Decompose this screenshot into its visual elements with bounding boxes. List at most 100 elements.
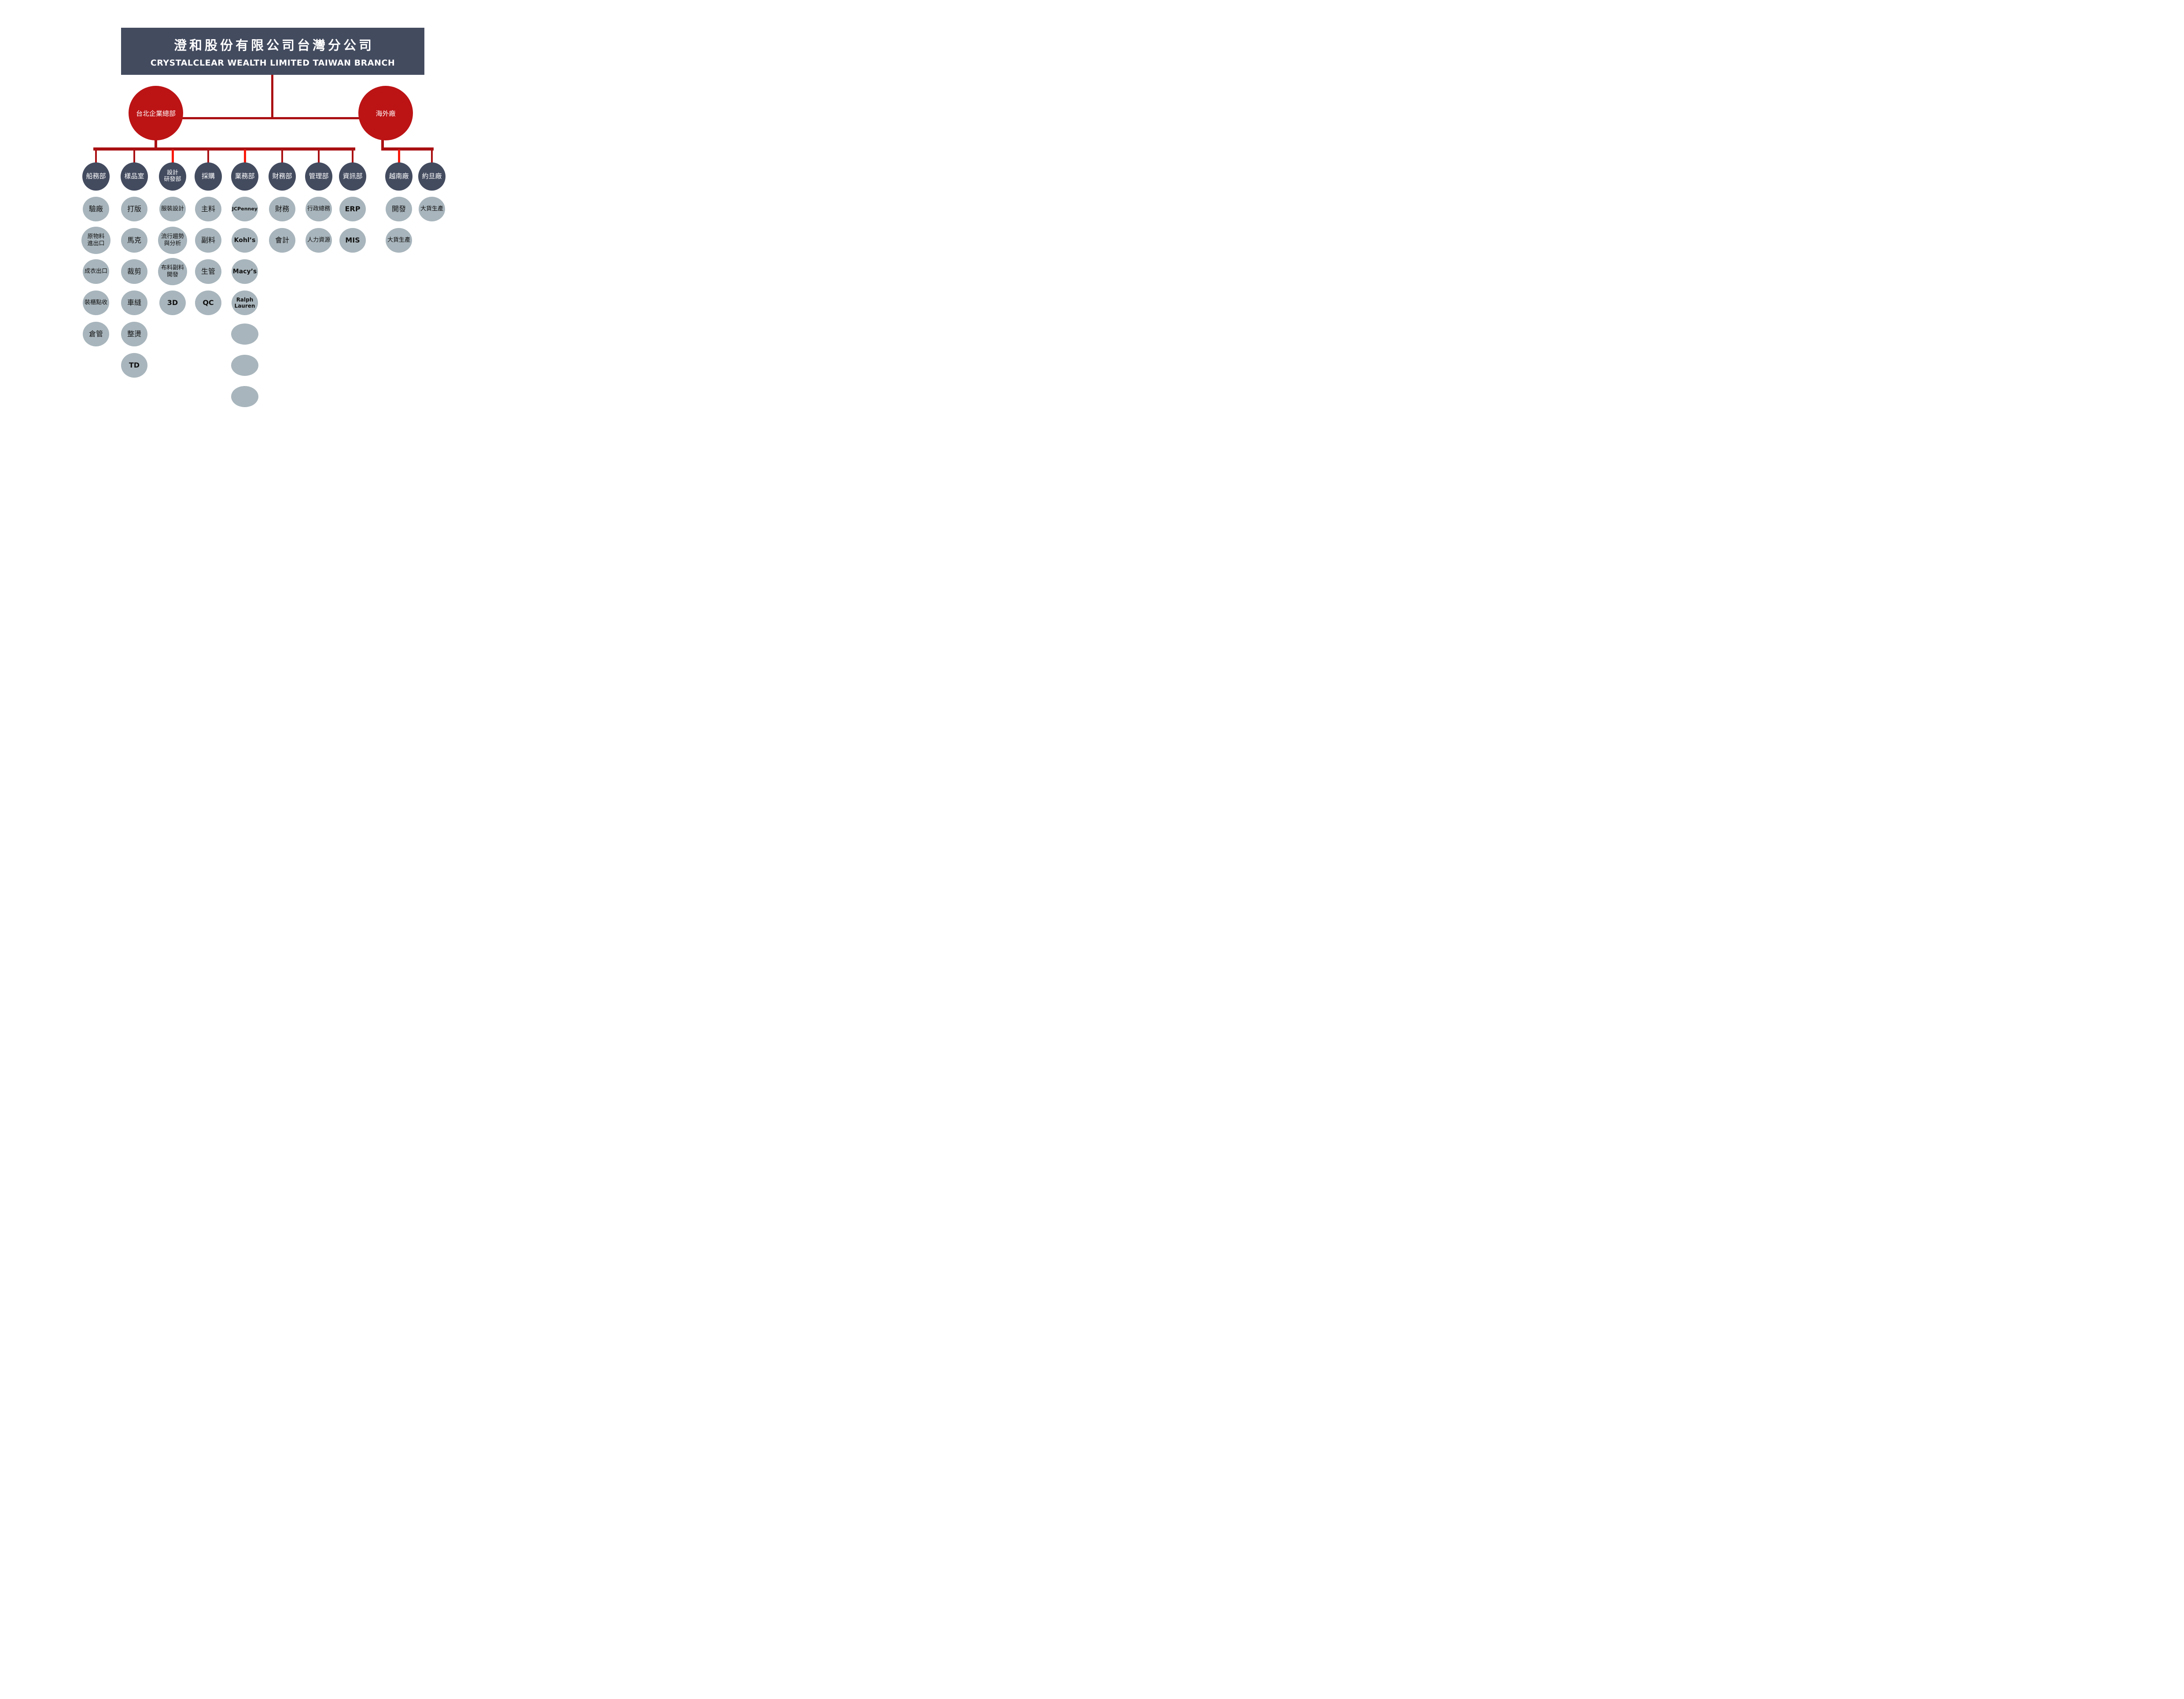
unit-node: 3D bbox=[159, 291, 186, 315]
unit-label: 成衣出口 bbox=[84, 268, 107, 275]
unit-node: 服裝設計 bbox=[159, 197, 186, 221]
hub-label: 海外廠 bbox=[376, 109, 396, 118]
unit-node: Macy’s bbox=[232, 259, 258, 284]
unit-label: 3D bbox=[167, 298, 178, 307]
department-node: 越南廠 bbox=[385, 162, 412, 191]
unit-label: 裁剪 bbox=[127, 267, 141, 276]
unit-label: 驗廠 bbox=[88, 205, 103, 213]
unit-label: 裝櫃點收 bbox=[84, 299, 107, 306]
connector-department-drop bbox=[398, 150, 400, 163]
unit-label: 大貨生產 bbox=[420, 206, 443, 213]
connector-department-drop bbox=[133, 150, 135, 163]
department-label: 越南廠 bbox=[389, 172, 409, 180]
unit-node-empty bbox=[231, 386, 258, 407]
unit-label: JCPenney bbox=[232, 206, 258, 212]
unit-node: 布料副料 開發 bbox=[158, 258, 187, 285]
unit-node: QC bbox=[195, 291, 221, 315]
unit-node: 馬克 bbox=[121, 228, 147, 253]
unit-node: 車縫 bbox=[121, 291, 147, 315]
unit-node: 行政總務 bbox=[306, 197, 332, 221]
unit-label: 行政總務 bbox=[307, 206, 330, 213]
unit-label: Macy’s bbox=[232, 268, 257, 275]
unit-node: 打版 bbox=[121, 197, 147, 221]
unit-node: 整燙 bbox=[121, 322, 147, 346]
connector-overseas-drop bbox=[381, 132, 384, 150]
connector-department-drop bbox=[244, 150, 246, 163]
connector-taipei-drop bbox=[155, 132, 157, 150]
unit-label: 會計 bbox=[275, 236, 289, 245]
unit-node: Kohl’s bbox=[232, 228, 258, 253]
unit-label: Kohl’s bbox=[234, 236, 256, 244]
unit-label: 副料 bbox=[201, 236, 215, 245]
department-node: 財務部 bbox=[269, 162, 296, 191]
unit-node: 會計 bbox=[269, 228, 295, 253]
unit-node: 倉管 bbox=[83, 322, 109, 346]
connector-department-drop bbox=[352, 150, 354, 163]
unit-node: Ralph Lauren bbox=[232, 291, 258, 315]
department-label: 業務部 bbox=[235, 172, 255, 180]
unit-label: 原物料 進出口 bbox=[87, 233, 105, 247]
department-node: 設計 研發部 bbox=[159, 162, 186, 191]
department-node: 約旦廠 bbox=[418, 162, 446, 191]
unit-node: 副料 bbox=[195, 228, 221, 253]
unit-label: 整燙 bbox=[127, 330, 141, 338]
unit-node: 主料 bbox=[195, 197, 221, 221]
department-label: 資訊部 bbox=[343, 172, 363, 180]
org-title-zh: 澄和股份有限公司台灣分公司 bbox=[173, 37, 374, 53]
department-node: 業務部 bbox=[231, 162, 258, 191]
unit-node: 原物料 進出口 bbox=[81, 227, 110, 254]
connector-department-drop bbox=[95, 150, 97, 163]
connector-header-drop bbox=[271, 74, 273, 119]
unit-label: 打版 bbox=[127, 205, 141, 213]
connector-department-drop bbox=[318, 150, 320, 163]
unit-label: 馬克 bbox=[127, 236, 141, 245]
connector-department-drop bbox=[281, 150, 283, 163]
unit-node: 大貨生產 bbox=[419, 197, 445, 221]
connector-hub-line bbox=[156, 117, 387, 119]
unit-label: TD bbox=[129, 361, 140, 370]
unit-label: 車縫 bbox=[127, 298, 141, 307]
unit-node: 流行趨勢 與分析 bbox=[158, 227, 187, 254]
hub-taipei-headquarters: 台北企業總部 bbox=[129, 86, 183, 140]
department-label: 管理部 bbox=[309, 172, 329, 180]
unit-label: 服裝設計 bbox=[161, 206, 184, 213]
unit-node: ERP bbox=[339, 197, 366, 221]
unit-label: 開發 bbox=[391, 205, 406, 213]
unit-label: 大貨生產 bbox=[387, 237, 410, 244]
hub-label: 台北企業總部 bbox=[136, 109, 176, 118]
unit-node: 開發 bbox=[386, 197, 412, 221]
unit-node: JCPenney bbox=[232, 197, 258, 221]
connector-department-drop bbox=[431, 150, 433, 163]
department-node: 資訊部 bbox=[339, 162, 366, 191]
unit-node: 驗廠 bbox=[83, 197, 109, 221]
department-node: 採購 bbox=[195, 162, 222, 191]
unit-label: 生管 bbox=[201, 267, 215, 276]
connector-department-drop bbox=[207, 150, 209, 163]
unit-label: 財務 bbox=[275, 205, 289, 213]
unit-label: 人力資源 bbox=[307, 237, 330, 244]
department-node: 樣品室 bbox=[121, 162, 148, 191]
unit-node: 人力資源 bbox=[306, 228, 332, 253]
connector-bar-right bbox=[381, 147, 434, 151]
unit-label: Ralph Lauren bbox=[234, 296, 255, 309]
org-header: 澄和股份有限公司台灣分公司 CRYSTALCLEAR WEALTH LIMITE… bbox=[121, 28, 424, 75]
department-label: 設計 研發部 bbox=[164, 169, 181, 183]
unit-node: 成衣出口 bbox=[83, 259, 109, 284]
unit-label: MIS bbox=[345, 236, 360, 245]
connector-bar-left bbox=[93, 147, 355, 151]
unit-node: TD bbox=[121, 353, 147, 378]
unit-node-empty bbox=[231, 324, 258, 345]
org-chart: 澄和股份有限公司台灣分公司 CRYSTALCLEAR WEALTH LIMITE… bbox=[0, 0, 546, 425]
unit-node: 財務 bbox=[269, 197, 295, 221]
unit-node: 裝櫃點收 bbox=[83, 291, 109, 315]
unit-node-empty bbox=[231, 355, 258, 376]
connector-department-drop bbox=[172, 150, 174, 163]
unit-label: QC bbox=[203, 298, 214, 307]
department-label: 船務部 bbox=[86, 172, 106, 180]
department-label: 財務部 bbox=[272, 172, 292, 180]
unit-label: 主料 bbox=[201, 205, 215, 213]
unit-node: 裁剪 bbox=[121, 259, 147, 284]
department-label: 樣品室 bbox=[124, 172, 144, 180]
department-label: 採購 bbox=[201, 172, 215, 180]
org-title-en: CRYSTALCLEAR WEALTH LIMITED TAIWAN BRANC… bbox=[150, 58, 395, 68]
